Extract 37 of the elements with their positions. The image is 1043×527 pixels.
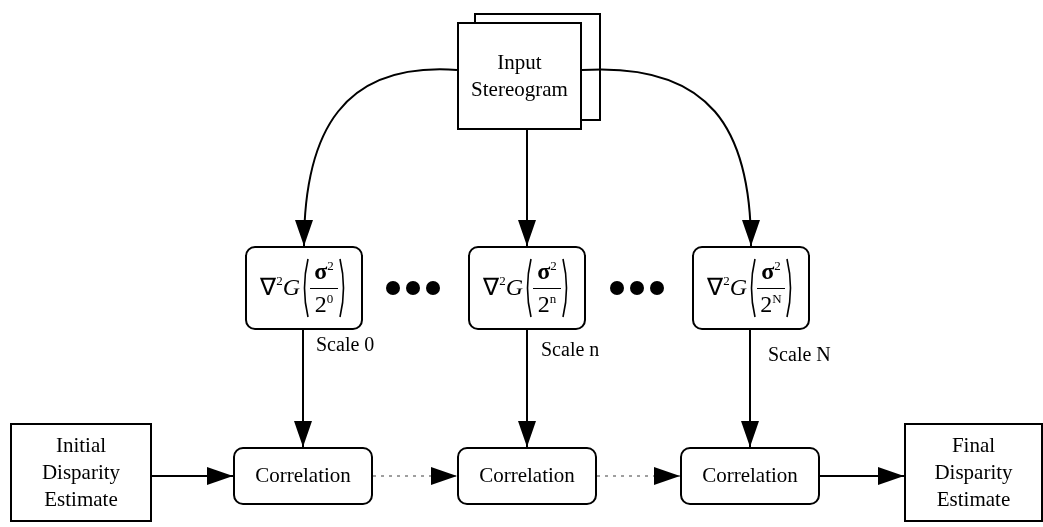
numerator-text: σ$^{2}$ bbox=[533, 256, 561, 289]
operator-text: ∇$^{2}$G bbox=[260, 272, 301, 303]
arrow bbox=[294, 329, 312, 448]
scale-label: Scale n bbox=[541, 338, 600, 361]
operator-text: ∇$^{2}$G bbox=[707, 272, 748, 303]
filter-box bbox=[692, 246, 810, 330]
denominator-text: 2$^{N}$ bbox=[760, 289, 782, 319]
process-box bbox=[680, 447, 820, 505]
denominator-text: 2$^{n}$ bbox=[537, 289, 557, 319]
arrow bbox=[581, 68, 760, 247]
arrow bbox=[295, 68, 458, 247]
arrow bbox=[518, 329, 536, 448]
denominator-text: 2$^{0}$ bbox=[314, 289, 334, 319]
dotted-arrow bbox=[596, 467, 681, 485]
node-label: Input Stereogram bbox=[470, 48, 569, 103]
operator-text: ∇$^{2}$G bbox=[483, 272, 524, 303]
data-box bbox=[10, 423, 152, 522]
arrow bbox=[819, 467, 905, 485]
node-label: Initial Disparity Estimate bbox=[40, 431, 122, 514]
arrow bbox=[741, 329, 759, 448]
input-box bbox=[457, 22, 582, 130]
dotted-arrow bbox=[372, 467, 458, 485]
node-label: Correlation bbox=[479, 462, 575, 490]
node-label: Correlation bbox=[255, 462, 351, 490]
filter-box bbox=[245, 246, 363, 330]
process-box bbox=[457, 447, 597, 505]
arrow bbox=[151, 467, 234, 485]
numerator-text: σ$^{2}$ bbox=[310, 256, 338, 289]
node-label: Correlation bbox=[702, 462, 798, 490]
scale-label: Scale N bbox=[768, 343, 831, 366]
scale-label: Scale 0 bbox=[316, 333, 375, 356]
data-box bbox=[904, 423, 1043, 522]
arrow bbox=[518, 129, 536, 247]
filter-box bbox=[468, 246, 586, 330]
numerator-text: σ$^{2}$ bbox=[757, 256, 785, 289]
node-label: Final Disparity Estimate bbox=[933, 431, 1014, 514]
process-box bbox=[233, 447, 373, 505]
